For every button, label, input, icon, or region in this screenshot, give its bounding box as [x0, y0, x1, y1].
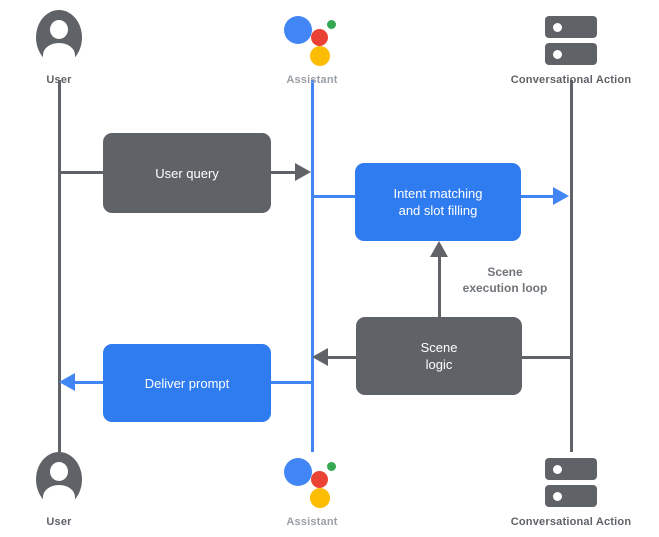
- node-scene-logic-line2: logic: [425, 357, 453, 372]
- actor-label-user-bottom: User: [46, 516, 72, 528]
- assistant-dot-red-icon: [311, 471, 328, 488]
- node-deliver-prompt[interactable]: Deliver prompt: [103, 344, 271, 422]
- user-avatar-icon: [34, 10, 84, 71]
- actor-user-bottom: User: [0, 452, 149, 528]
- google-assistant-logo-icon: [282, 10, 342, 68]
- server-rack-icon: [545, 452, 597, 510]
- arrowhead-scene-logic-to-assistant-icon: [312, 348, 328, 366]
- connector-assistant-to-intent: [311, 195, 357, 198]
- actor-conversational-action-top: Conversational Action: [481, 10, 659, 86]
- assistant-dot-green-icon: [327, 462, 336, 471]
- node-intent-matching-line1: Intent matching: [393, 186, 483, 201]
- assistant-dot-blue-icon: [284, 458, 312, 486]
- actor-label-assistant-top: Assistant: [286, 74, 338, 86]
- node-scene-logic[interactable]: Scene logic: [356, 317, 522, 395]
- node-intent-matching-label: Intent matching and slot filling: [394, 185, 483, 219]
- connector-assistant-to-deliver-prompt: [269, 381, 314, 384]
- lifeline-user-top: [58, 80, 61, 452]
- node-deliver-prompt-label: Deliver prompt: [144, 375, 230, 391]
- connector-user-to-query: [58, 171, 106, 174]
- actor-label-conversational-action-top: Conversational Action: [510, 74, 632, 86]
- connector-intent-to-action: [519, 195, 559, 198]
- node-scene-logic-label: Scene logic: [421, 339, 458, 373]
- node-intent-matching[interactable]: Intent matching and slot filling: [355, 163, 521, 241]
- actor-user-top: User: [0, 10, 149, 86]
- assistant-dot-red-icon: [311, 29, 328, 46]
- node-scene-logic-line1: Scene: [420, 340, 458, 355]
- assistant-dot-yellow-icon: [310, 46, 330, 66]
- lifeline-conversational-action: [570, 80, 573, 452]
- node-user-query-label: User query: [155, 165, 219, 181]
- actor-assistant-top: Assistant: [222, 10, 402, 86]
- google-assistant-logo-icon: [282, 452, 342, 510]
- connector-scene-loop-vertical: [438, 255, 441, 318]
- assistant-dot-yellow-icon: [310, 488, 330, 508]
- node-intent-matching-line2: and slot filling: [398, 203, 478, 218]
- actor-label-assistant-bottom: Assistant: [286, 516, 338, 528]
- user-avatar-icon: [34, 452, 84, 513]
- arrowhead-scene-loop-up-icon: [430, 241, 448, 257]
- arrowhead-query-to-assistant-icon: [295, 163, 311, 181]
- server-rack-icon: [545, 10, 597, 68]
- node-user-query[interactable]: User query: [103, 133, 271, 213]
- actor-label-conversational-action-bottom: Conversational Action: [510, 516, 632, 528]
- actor-assistant-bottom: Assistant: [222, 452, 402, 528]
- actor-label-user-top: User: [46, 74, 72, 86]
- connector-action-to-scene-logic: [520, 356, 571, 359]
- actor-conversational-action-bottom: Conversational Action: [481, 452, 659, 528]
- assistant-dot-green-icon: [327, 20, 336, 29]
- annotation-scene-execution-loop-line1: Scene: [487, 265, 523, 279]
- connector-query-to-assistant: [269, 171, 297, 174]
- annotation-scene-execution-loop: Scene execution loop: [440, 264, 570, 296]
- arrowhead-deliver-prompt-to-user-icon: [59, 373, 75, 391]
- assistant-dot-blue-icon: [284, 16, 312, 44]
- connector-scene-logic-to-assistant: [328, 356, 358, 359]
- annotation-scene-execution-loop-line2: execution loop: [462, 281, 548, 295]
- connector-deliver-prompt-to-user: [75, 381, 105, 384]
- arrowhead-intent-to-action-icon: [553, 187, 569, 205]
- lifeline-assistant: [311, 80, 314, 452]
